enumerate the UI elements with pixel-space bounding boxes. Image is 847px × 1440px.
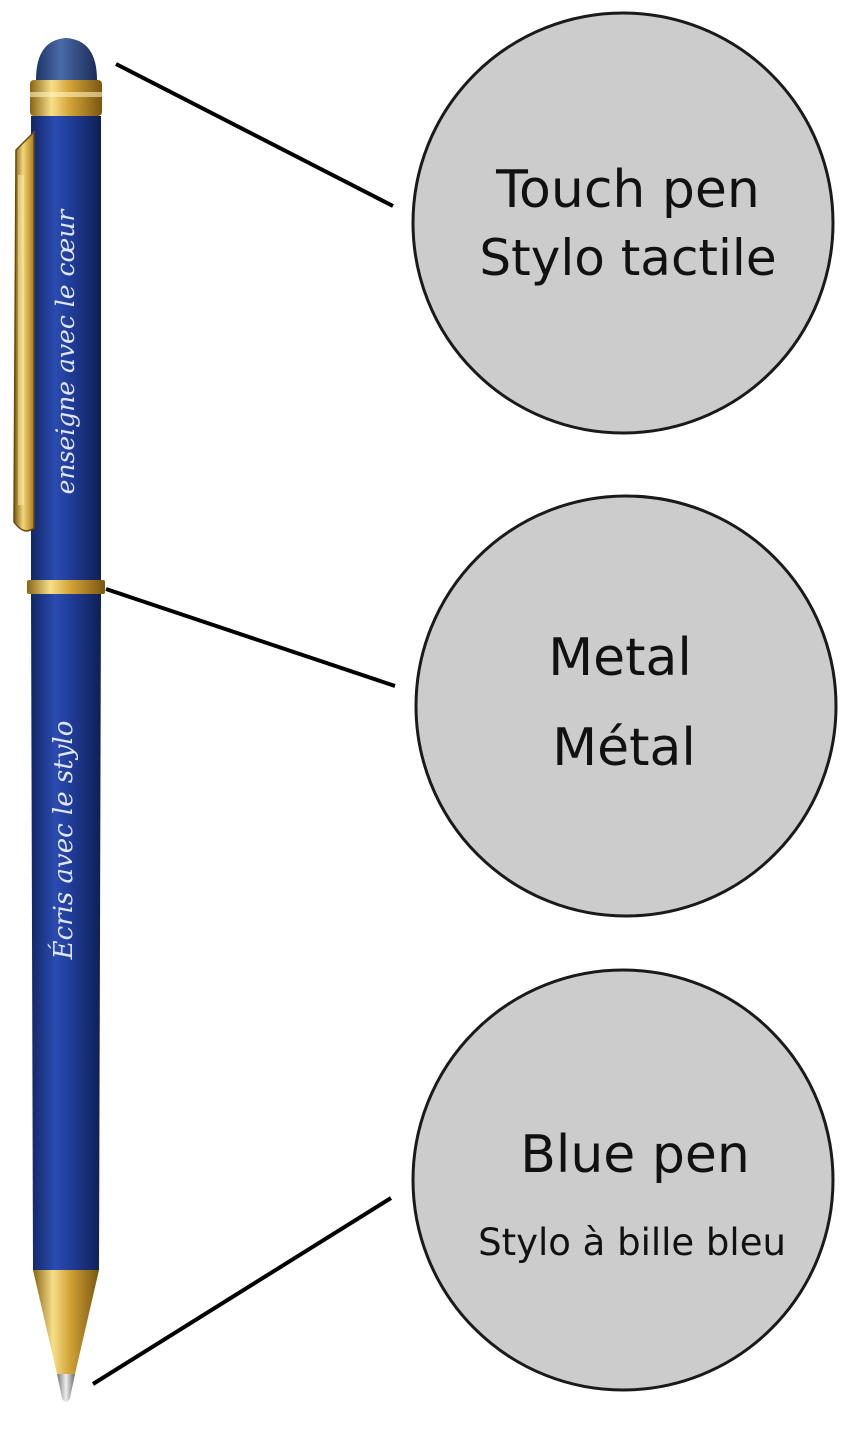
- callout-blue-pen: Blue pen Stylo à bille bleu: [411, 968, 835, 1392]
- connector-line-blue: [91, 1196, 393, 1386]
- engraving-upper: enseigne avec le cœur: [51, 208, 80, 495]
- callout-title: Blue pen: [520, 1125, 750, 1185]
- callout-title: Metal: [548, 628, 692, 688]
- pen: enseigne avec le cœur Écris avec le styl…: [13, 38, 105, 1402]
- callout-title: Touch pen: [495, 160, 760, 220]
- callout-circle: [411, 11, 835, 435]
- middle-gold-ring: [27, 580, 105, 594]
- connector-line-touch: [115, 62, 394, 208]
- stylus-tip: [36, 38, 97, 80]
- callout-subtitle: Stylo tactile: [479, 229, 776, 287]
- upper-barrel: [31, 116, 101, 580]
- callout-touch-pen: Touch pen Stylo tactile: [411, 11, 835, 435]
- gold-cone-tip: [33, 1270, 99, 1374]
- top-gold-collar: [30, 80, 102, 116]
- callout-subtitle: Métal: [552, 718, 696, 778]
- callout-metal: Metal Métal: [414, 494, 838, 918]
- lower-barrel: [31, 594, 101, 1270]
- callout-circle: [411, 968, 835, 1392]
- engraving-lower: Écris avec le stylo: [47, 721, 79, 961]
- connector-line-metal: [105, 587, 396, 688]
- ballpoint-tip: [57, 1374, 75, 1402]
- callout-subtitle: Stylo à bille bleu: [478, 1221, 786, 1264]
- callout-circle: [414, 494, 838, 918]
